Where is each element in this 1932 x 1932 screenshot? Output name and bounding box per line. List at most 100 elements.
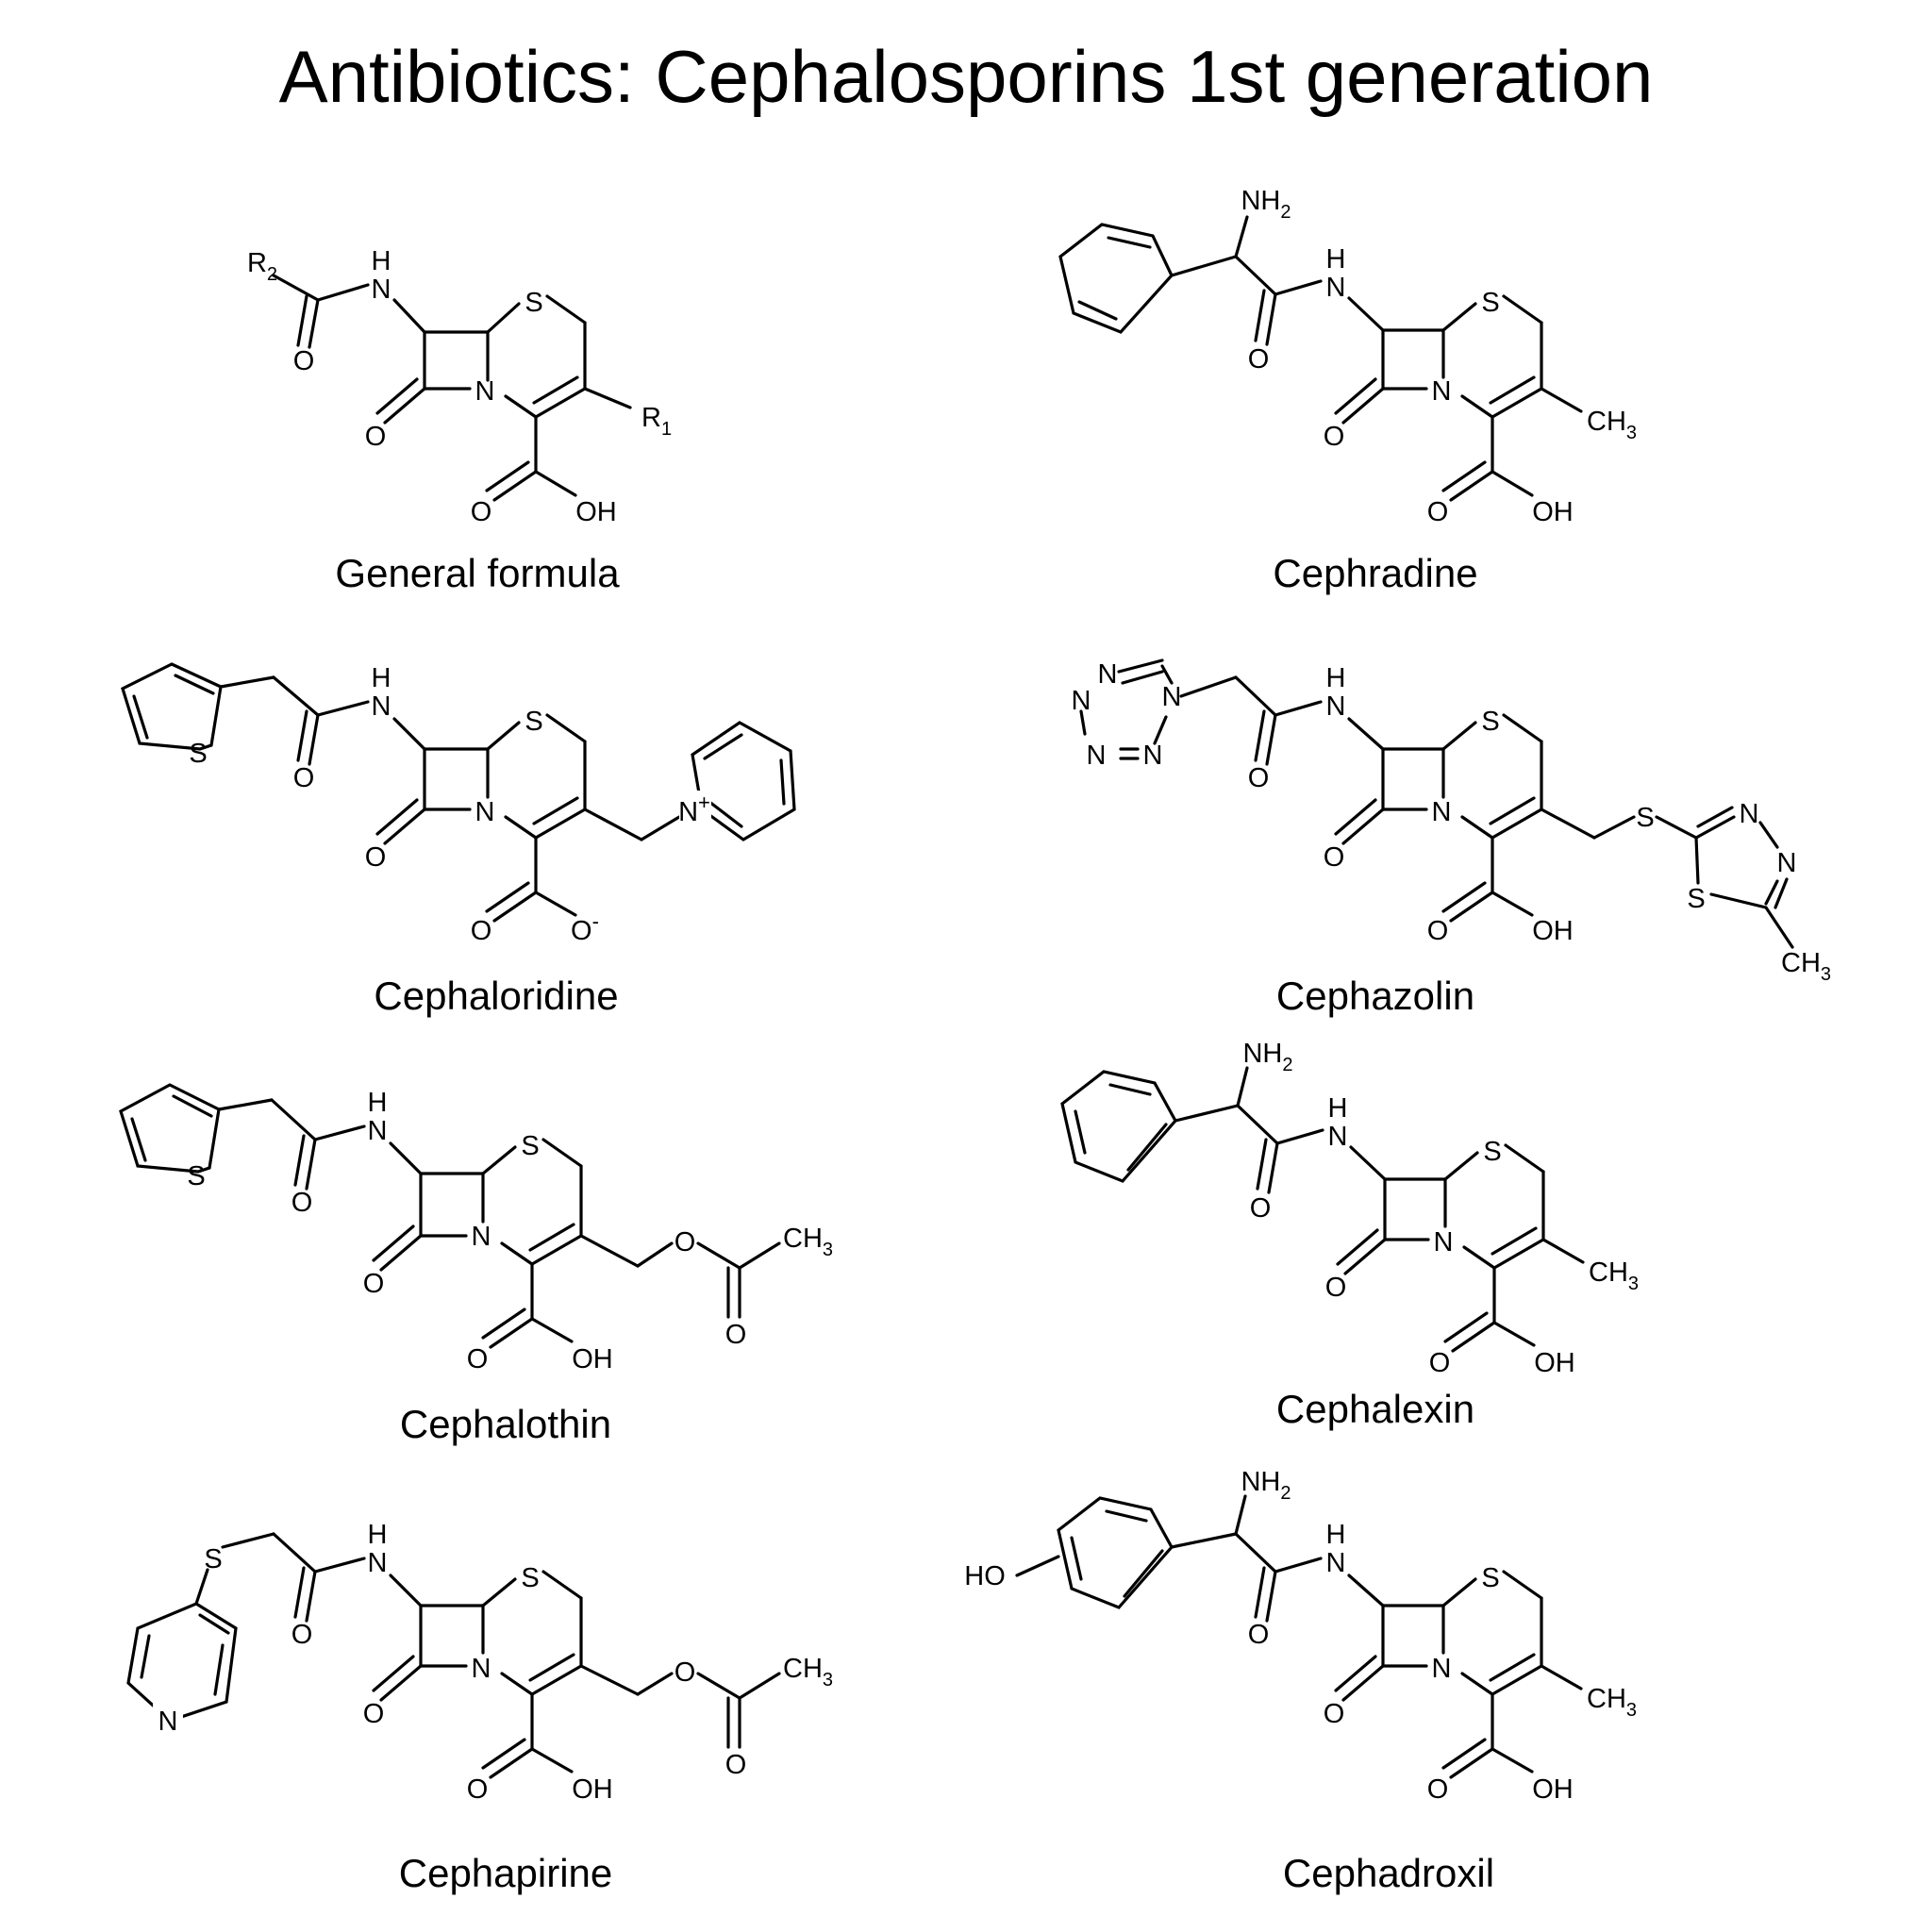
structure-cephradine: NH2 H N O S N O CH3 O OH Cephradine (1058, 186, 1637, 595)
atom-s: S (187, 1161, 205, 1191)
atom-o: O (1324, 422, 1345, 452)
atom-s: S (1481, 707, 1499, 737)
atom-n: N (1143, 741, 1163, 771)
atom-n: N (1434, 1227, 1454, 1257)
o-minus-label: O (571, 916, 592, 946)
ch3-label: CH (1781, 948, 1821, 978)
atom-n: N (475, 376, 495, 407)
nh2-label: NH (1242, 1039, 1282, 1069)
structure-cephadroxil: HO NH2 H N O S N O CH3 O OH Cephadroxil (964, 1467, 1637, 1895)
atom-o: O (363, 1699, 385, 1729)
atom-n: N (1740, 799, 1759, 829)
atom-n: N (368, 1548, 388, 1578)
svg-text:CH3: CH3 (783, 1224, 833, 1260)
atom-s: S (1687, 884, 1705, 914)
ch3-label: CH (1587, 407, 1626, 437)
svg-text:O-: O- (571, 909, 599, 946)
atom-n: N (1777, 848, 1797, 878)
atom-h: H (1326, 663, 1346, 693)
atom-o: O (365, 422, 387, 452)
atom-n: N (472, 1222, 491, 1252)
atom-oh: OH (1532, 1774, 1574, 1805)
atom-o: O (1429, 1348, 1451, 1378)
caption-cephalexin: Cephalexin (1276, 1387, 1474, 1431)
ch3-label: CH (783, 1224, 823, 1254)
atom-n: N (1432, 797, 1452, 827)
atom-o: O (1324, 842, 1345, 873)
atom-o: O (1248, 344, 1270, 375)
atom-n: N (475, 797, 495, 827)
atom-oh: OH (1534, 1348, 1575, 1378)
atom-o: O (1248, 763, 1270, 793)
atom-n: N (372, 275, 391, 305)
atom-n: N (1432, 376, 1452, 407)
atom-h: H (1326, 1520, 1346, 1550)
caption-cephadroxil: Cephadroxil (1283, 1851, 1494, 1895)
caption-cephaloridine: Cephaloridine (374, 974, 618, 1018)
atom-oh: OH (575, 497, 617, 527)
ch3-label: CH (1589, 1257, 1628, 1288)
atom-o: O (365, 842, 387, 873)
atom-h: H (372, 663, 391, 693)
svg-text:NH2: NH2 (1242, 1039, 1292, 1075)
atom-n: N (1072, 686, 1091, 716)
ch3-label: CH (1587, 1684, 1626, 1714)
caption-cephalothin: Cephalothin (400, 1402, 611, 1446)
svg-text:CH3: CH3 (783, 1654, 833, 1690)
atom-o: O (471, 916, 492, 946)
atom-s: S (204, 1544, 222, 1574)
caption-cephazolin: Cephazolin (1276, 974, 1474, 1018)
atom-h: H (372, 246, 391, 276)
atom-o: O (675, 1657, 696, 1688)
structure-cephapirine: S N H N O S N O O CH3 O O OH Cephapirine (126, 1520, 833, 1895)
caption-cephapirine: Cephapirine (399, 1851, 613, 1895)
atom-n: N (1328, 1122, 1348, 1152)
svg-text:CH3: CH3 (1587, 407, 1637, 443)
atom-o: O (1324, 1699, 1345, 1729)
page-title: Antibiotics: Cephalosporins 1st generati… (278, 35, 1654, 118)
atom-o: O (467, 1344, 489, 1374)
svg-text:CH3: CH3 (1781, 948, 1831, 985)
atom-n: N (1432, 1654, 1452, 1684)
structure-cephalexin: NH2 H N O S N O CH3 O OH Cephalexin (1060, 1039, 1639, 1431)
svg-text:R1: R1 (641, 403, 672, 440)
atom-s: S (521, 1131, 539, 1161)
svg-text:CH3: CH3 (1587, 1684, 1637, 1721)
atom-n: N (1326, 273, 1346, 303)
atom-o: O (1248, 1620, 1270, 1650)
atom-s: S (1481, 288, 1499, 318)
atom-n: N (1326, 1548, 1346, 1578)
atom-o: O (1250, 1193, 1272, 1224)
atom-o: O (471, 497, 492, 527)
atom-o: O (725, 1750, 747, 1780)
atom-n: N (1162, 682, 1182, 712)
atom-h: H (368, 1520, 388, 1550)
atom-s: S (1636, 803, 1654, 833)
atom-oh: OH (572, 1344, 613, 1374)
nh2-label: NH (1241, 186, 1280, 216)
atom-o: O (291, 1188, 313, 1218)
structure-cephalothin: S H N O S N O O CH3 O O OH Cephalothin (119, 1083, 833, 1446)
structure-cephazolin: N N N N N H N O S N O S N N S CH3 O OH C… (1072, 658, 1831, 1018)
r1-label: R (641, 403, 661, 433)
ch3-label: CH (783, 1654, 823, 1684)
atom-h: H (1326, 244, 1346, 275)
svg-text:NH2: NH2 (1241, 1467, 1291, 1504)
atom-n: N (372, 691, 391, 722)
atom-h: H (368, 1088, 388, 1118)
atom-o: O (1427, 497, 1449, 527)
atom-s: S (521, 1563, 539, 1593)
svg-text:R2: R2 (247, 248, 277, 285)
atom-oh: OH (1532, 916, 1574, 946)
atom-n: N (1098, 659, 1118, 690)
atom-o: O (1325, 1273, 1347, 1303)
caption-cephradine: Cephradine (1273, 551, 1477, 595)
caption-general-formula: General formula (335, 551, 620, 595)
svg-text:N+: N+ (678, 791, 710, 827)
atom-s: S (525, 288, 542, 318)
atom-o: O (675, 1227, 696, 1257)
atom-n: N (368, 1116, 388, 1146)
atom-o: O (291, 1620, 313, 1650)
structure-cephaloridine: S H N O S N O N+ O O- Cephaloridine (121, 662, 796, 1018)
